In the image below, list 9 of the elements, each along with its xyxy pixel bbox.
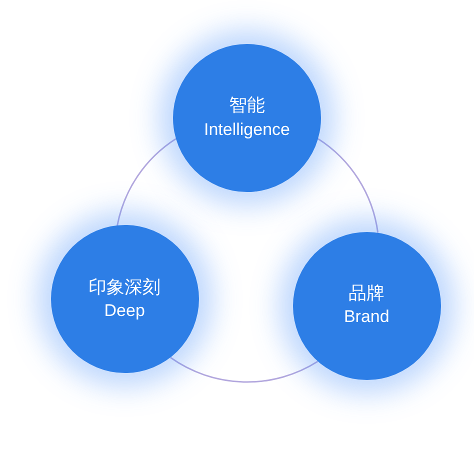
node-title: 智能: [229, 94, 265, 118]
connector-arc: [170, 356, 318, 383]
node-subtitle: Intelligence: [204, 118, 290, 141]
node-subtitle: Brand: [344, 306, 390, 328]
connector-arc: [318, 138, 379, 233]
connector-arc: [116, 138, 176, 226]
node-title: 品牌: [348, 282, 385, 306]
node-subtitle: Deep: [104, 300, 145, 322]
node-title: 印象深刻: [88, 276, 161, 300]
